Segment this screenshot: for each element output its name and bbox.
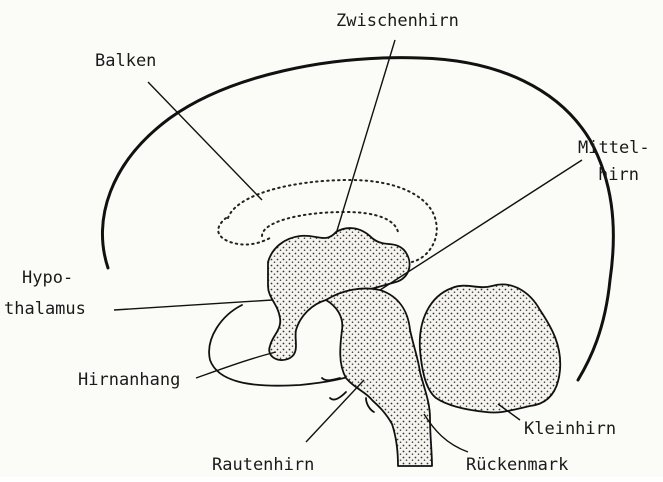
leader-mittelhirn — [380, 160, 582, 290]
label-rautenhirn: Rautenhirn — [212, 455, 314, 475]
label-hirnanhang: Hirnanhang — [78, 370, 180, 390]
nerve-nub-2 — [330, 392, 346, 400]
label-hypothalamus-line2: thalamus — [4, 299, 86, 319]
label-balken: Balken — [95, 51, 156, 71]
label-kleinhirn: Kleinhirn — [524, 419, 616, 439]
label-rueckenmark: Rückenmark — [466, 455, 568, 475]
leader-balken — [148, 82, 262, 200]
leader-zwischenhirn — [336, 40, 395, 234]
label-mittelhirn-line1: Mittel- — [578, 138, 650, 158]
leader-hypothalamus — [114, 300, 272, 310]
kleinhirn-region — [420, 284, 560, 412]
label-hypothalamus-line1: Hypo- — [22, 268, 73, 288]
leader-hirnanhang — [196, 352, 276, 378]
label-zwischenhirn: Zwischenhirn — [336, 11, 459, 31]
label-mittelhirn-line2: hirn — [598, 165, 639, 185]
brainstem-region — [326, 288, 432, 466]
leader-rautenhirn — [306, 380, 364, 442]
